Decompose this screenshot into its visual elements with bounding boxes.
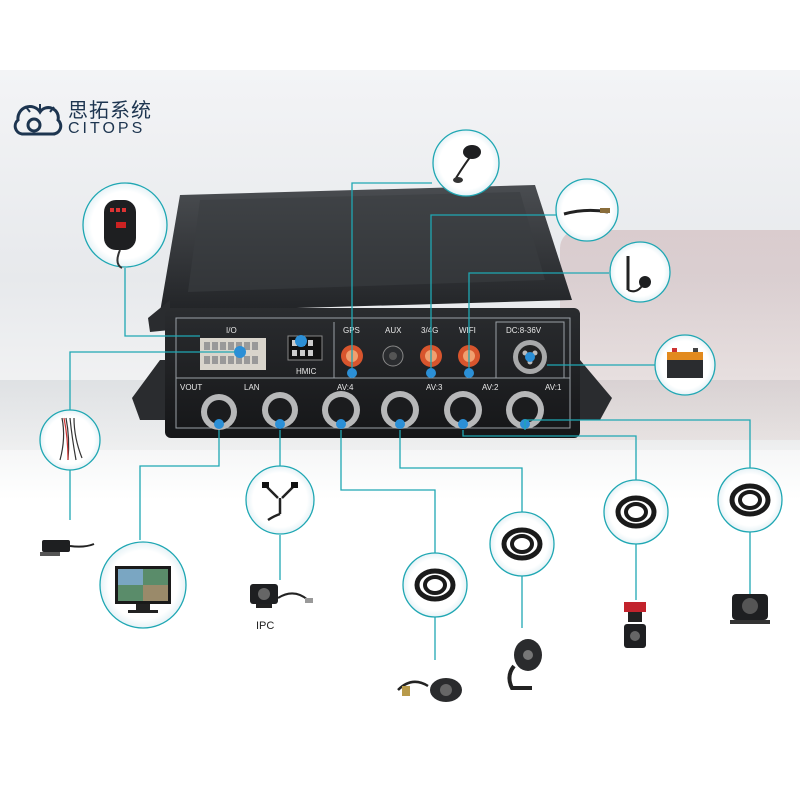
port-label-hmic: HMIC	[296, 367, 317, 376]
dome-camera-icon	[397, 678, 462, 702]
aux-cable-icon	[555, 178, 619, 242]
brand-name-en: CITOPS	[68, 120, 146, 137]
brand-name-cn: 思拓系统	[68, 98, 152, 122]
hmic-marker-dot	[295, 335, 307, 347]
ipc-camera-icon	[250, 584, 313, 608]
port-label-av1: AV:1	[545, 383, 562, 392]
lan-marker-dot	[275, 419, 285, 429]
34g-marker-dot	[426, 368, 436, 378]
port-label-av3: AV:3	[426, 383, 443, 392]
cable-coil-av2-icon	[603, 479, 669, 545]
ipc-caption: IPC	[256, 620, 275, 632]
av3-marker-dot	[395, 419, 405, 429]
cable-coil-av3-icon	[489, 511, 555, 577]
port-label-av2: AV:2	[482, 383, 499, 392]
io-marker-dot	[234, 346, 246, 358]
io-wire-harness-icon	[39, 409, 101, 471]
port-label-vout: VOUT	[180, 383, 202, 392]
mdvr-device: I/O HMIC GPS AUX 3/4G WIFI DC:8-36V VOUT…	[132, 185, 612, 438]
wifi-marker-dot	[464, 368, 474, 378]
port-label-io: I/O	[226, 326, 237, 335]
cable-coil-av1-icon	[717, 467, 783, 533]
port-label-aux: AUX	[385, 326, 402, 335]
pinhole-camera-icon	[507, 639, 542, 690]
cable-coil-av4-icon	[402, 552, 468, 618]
port-label-wifi: WIFI	[459, 326, 476, 335]
av4-marker-dot	[336, 419, 346, 429]
citops-logo-icon	[13, 104, 63, 136]
wifi-antenna-icon	[609, 241, 671, 303]
aux-sma-connector	[382, 345, 404, 367]
car-battery-icon	[654, 334, 716, 396]
port-label-av4: AV:4	[337, 383, 354, 392]
av2-marker-dot	[458, 419, 468, 429]
dc-marker-dot	[525, 352, 535, 362]
windshield-camera-icon	[624, 602, 646, 648]
video-out-adapter-icon	[40, 540, 95, 556]
rear-view-camera-icon	[730, 594, 770, 624]
port-label-34g: 3/4G	[421, 326, 438, 335]
gps-marker-dot	[347, 368, 357, 378]
handheld-microphone-icon	[82, 182, 168, 269]
vout-marker-dot	[214, 419, 224, 429]
connection-lines	[69, 182, 751, 660]
gps-antenna-icon	[432, 129, 500, 197]
ipc-splitter-cable-icon	[245, 465, 315, 535]
monitor-icon	[99, 541, 187, 629]
port-label-lan: LAN	[244, 383, 260, 392]
port-label-dc: DC:8-36V	[506, 326, 542, 335]
